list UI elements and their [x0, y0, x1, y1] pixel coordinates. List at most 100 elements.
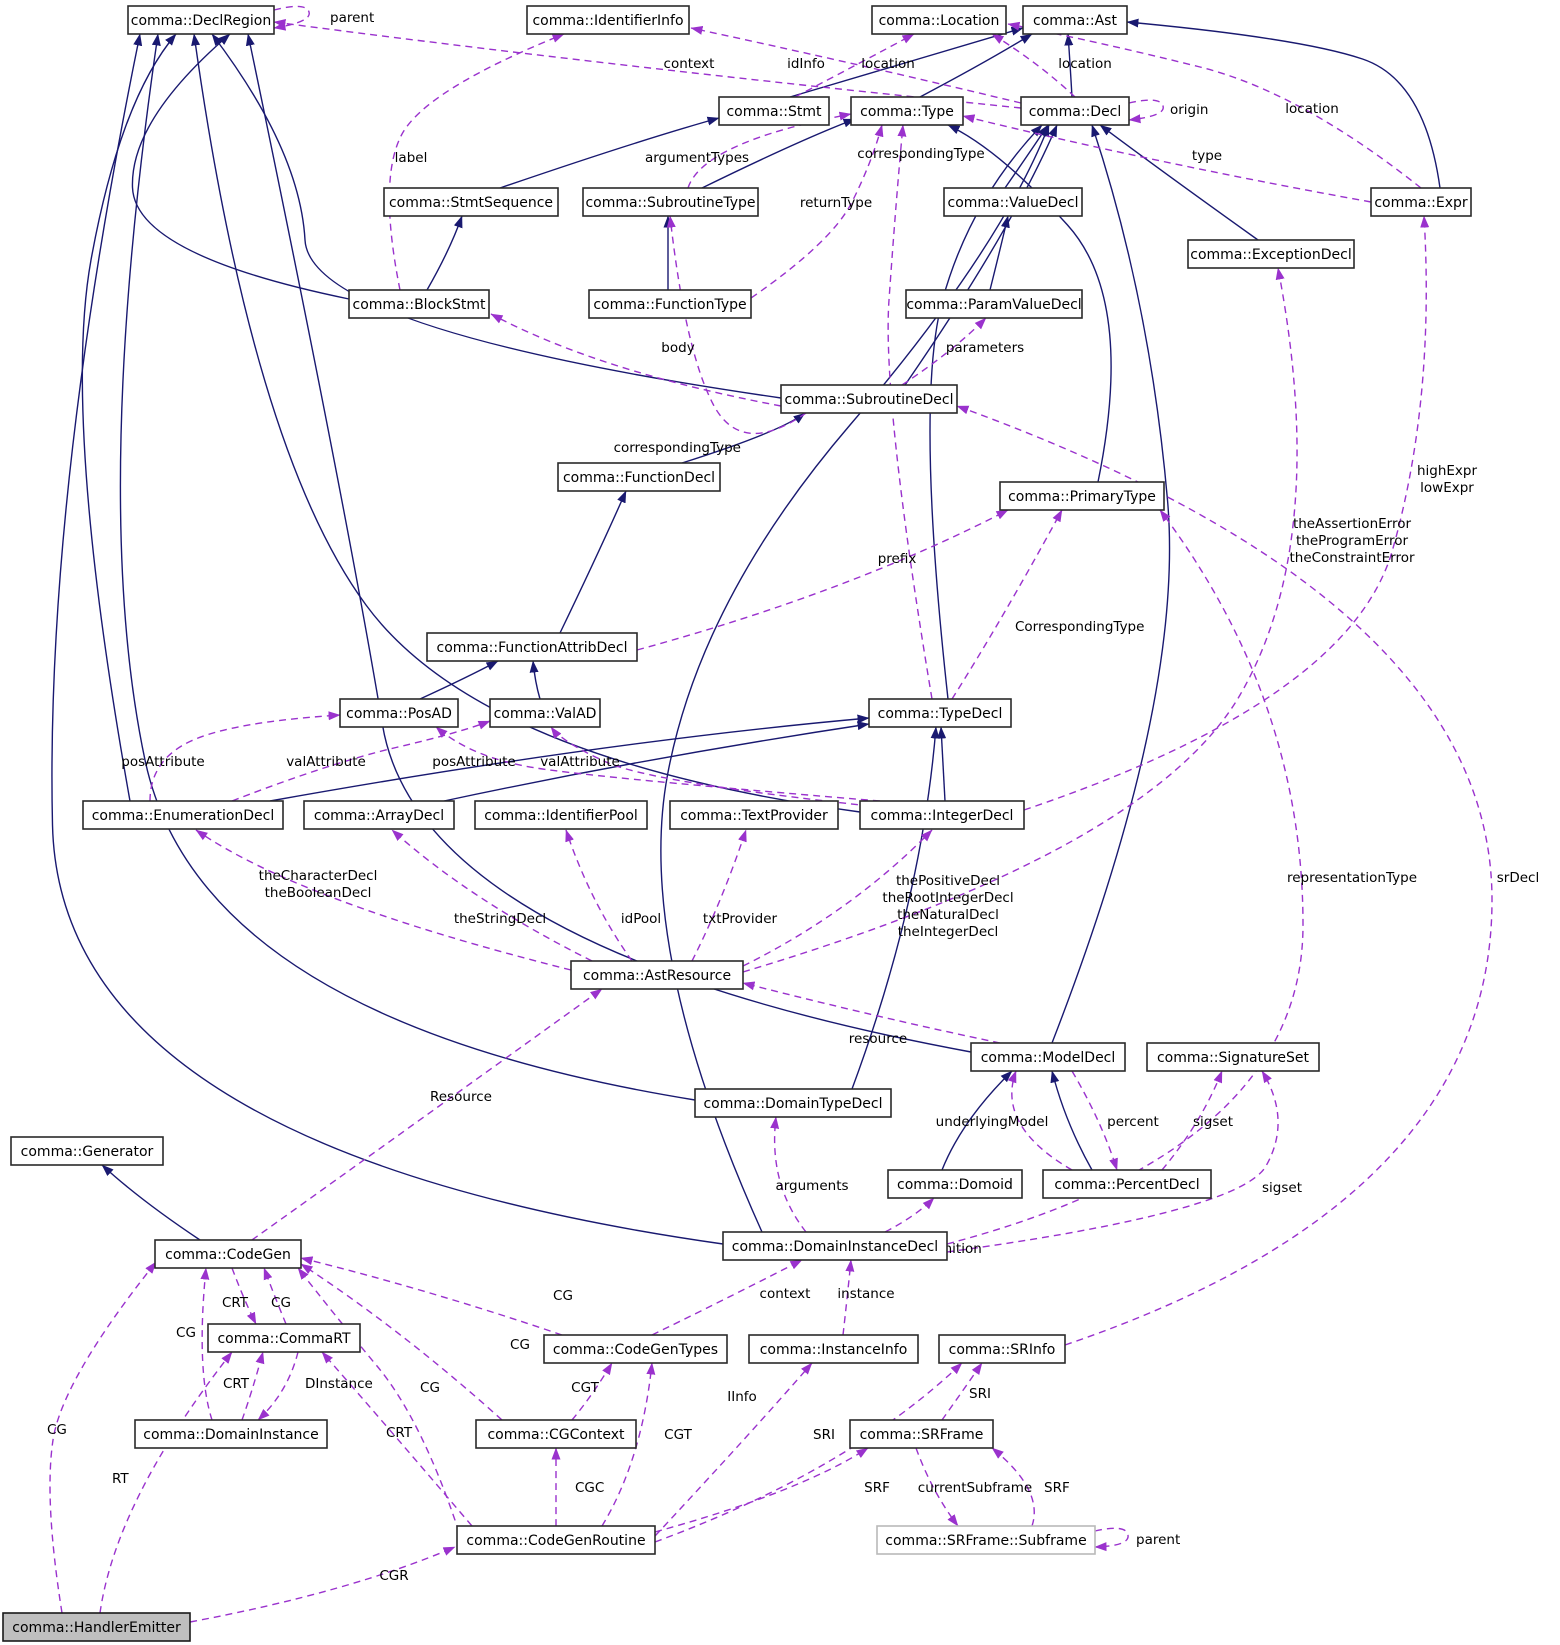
node-box-subroutinedecl[interactable]: [780, 384, 958, 414]
node-box-commart[interactable]: [207, 1323, 361, 1353]
node-typedecl[interactable]: comma::TypeDecl: [868, 698, 1012, 728]
node-box-exceptiondecl[interactable]: [1187, 239, 1355, 269]
node-arraydecl[interactable]: comma::ArrayDecl: [303, 800, 455, 830]
node-declregion[interactable]: comma::DeclRegion: [127, 5, 275, 35]
node-box-srinfo[interactable]: [938, 1334, 1066, 1364]
node-percentdecl[interactable]: comma::PercentDecl: [1042, 1169, 1212, 1199]
edge-domaininstancedecl-signatureset: [946, 1070, 1279, 1253]
node-box-domaininstance[interactable]: [134, 1419, 328, 1449]
node-box-primarytype[interactable]: [999, 481, 1165, 511]
node-box-srframe[interactable]: [849, 1419, 994, 1449]
edge-label-codegenroutine-srframe: SRF: [864, 1480, 890, 1496]
node-box-integerdecl[interactable]: [859, 800, 1025, 830]
node-expr[interactable]: comma::Expr: [1370, 187, 1472, 217]
node-box-codegentypes[interactable]: [543, 1334, 728, 1364]
node-box-enumerationdecl[interactable]: [82, 800, 284, 830]
node-codegen[interactable]: comma::CodeGen: [154, 1239, 302, 1269]
node-handleremitter[interactable]: comma::HandlerEmitter: [2, 1612, 191, 1642]
node-astresource[interactable]: comma::AstResource: [570, 960, 744, 990]
node-box-subroutinetype[interactable]: [582, 187, 759, 217]
node-box-subframe[interactable]: [876, 1525, 1096, 1555]
node-box-handleremitter[interactable]: [2, 1612, 191, 1642]
node-subframe[interactable]: comma::SRFrame::Subframe: [876, 1525, 1096, 1555]
node-valuedecl[interactable]: comma::ValueDecl: [943, 187, 1083, 217]
node-box-posad[interactable]: [339, 698, 459, 728]
edge-label-astresource-textprovider: txtProvider: [703, 911, 778, 927]
node-modeldecl[interactable]: comma::ModelDecl: [970, 1042, 1126, 1072]
node-box-decl[interactable]: [1020, 96, 1130, 126]
node-stmtsequence[interactable]: comma::StmtSequence: [383, 187, 559, 217]
node-identifierinfo[interactable]: comma::IdentifierInfo: [526, 5, 690, 35]
node-box-declregion[interactable]: [127, 5, 275, 35]
node-valad[interactable]: comma::ValAD: [489, 698, 601, 728]
node-box-modeldecl[interactable]: [970, 1042, 1126, 1072]
node-commart[interactable]: comma::CommaRT: [207, 1323, 361, 1353]
node-decl[interactable]: comma::Decl: [1020, 96, 1130, 126]
node-label-exceptiondecl: comma::ExceptionDecl: [1190, 247, 1351, 263]
node-box-cgcontext[interactable]: [475, 1419, 637, 1449]
node-box-codegenroutine[interactable]: [456, 1525, 656, 1555]
node-blockstmt[interactable]: comma::BlockStmt: [348, 289, 490, 319]
node-box-functiondecl[interactable]: [557, 462, 721, 492]
node-box-domaintypedecl[interactable]: [694, 1088, 892, 1118]
node-type[interactable]: comma::Type: [850, 96, 964, 126]
node-box-functiontype[interactable]: [588, 289, 752, 319]
node-box-identifierinfo[interactable]: [526, 5, 690, 35]
node-box-arraydecl[interactable]: [303, 800, 455, 830]
node-box-valuedecl[interactable]: [943, 187, 1083, 217]
node-box-typedecl[interactable]: [868, 698, 1012, 728]
node-signatureset[interactable]: comma::SignatureSet: [1146, 1042, 1320, 1072]
node-box-ast[interactable]: [1022, 5, 1128, 35]
node-functionattribdecl[interactable]: comma::FunctionAttribDecl: [426, 632, 638, 662]
node-subroutinetype[interactable]: comma::SubroutineType: [582, 187, 759, 217]
node-identifierpool[interactable]: comma::IdentifierPool: [474, 800, 648, 830]
node-box-textprovider[interactable]: [669, 800, 839, 830]
edge-label-enumerationdecl-posad: posAttribute: [121, 754, 204, 770]
node-box-stmtsequence[interactable]: [383, 187, 559, 217]
node-integerdecl[interactable]: comma::IntegerDecl: [859, 800, 1025, 830]
node-ast[interactable]: comma::Ast: [1022, 5, 1128, 35]
node-instanceinfo[interactable]: comma::InstanceInfo: [748, 1334, 919, 1364]
node-paramvaluedecl[interactable]: comma::ParamValueDecl: [905, 289, 1083, 319]
node-posad[interactable]: comma::PosAD: [339, 698, 459, 728]
node-stmt[interactable]: comma::Stmt: [718, 96, 830, 126]
edge-valad-functionattribdecl: [529, 660, 541, 700]
node-functiontype[interactable]: comma::FunctionType: [588, 289, 752, 319]
node-primarytype[interactable]: comma::PrimaryType: [999, 481, 1165, 511]
node-domaintypedecl[interactable]: comma::DomainTypeDecl: [694, 1088, 892, 1118]
node-enumerationdecl[interactable]: comma::EnumerationDecl: [82, 800, 284, 830]
node-codegentypes[interactable]: comma::CodeGenTypes: [543, 1334, 728, 1364]
node-box-expr[interactable]: [1370, 187, 1472, 217]
node-box-instanceinfo[interactable]: [748, 1334, 919, 1364]
node-box-generator[interactable]: [10, 1136, 164, 1166]
node-srinfo[interactable]: comma::SRInfo: [938, 1334, 1066, 1364]
node-box-codegen[interactable]: [154, 1239, 302, 1269]
node-box-stmt[interactable]: [718, 96, 830, 126]
node-box-astresource[interactable]: [570, 960, 744, 990]
node-cgcontext[interactable]: comma::CGContext: [475, 1419, 637, 1449]
edges: [49, 5, 1493, 1623]
node-domoid[interactable]: comma::Domoid: [887, 1169, 1023, 1199]
node-box-signatureset[interactable]: [1146, 1042, 1320, 1072]
node-subroutinedecl[interactable]: comma::SubroutineDecl: [780, 384, 958, 414]
node-box-type[interactable]: [850, 96, 964, 126]
node-box-paramvaluedecl[interactable]: [905, 289, 1083, 319]
node-box-blockstmt[interactable]: [348, 289, 490, 319]
node-box-domaininstancedecl[interactable]: [722, 1231, 948, 1261]
node-codegenroutine[interactable]: comma::CodeGenRoutine: [456, 1525, 656, 1555]
node-srframe[interactable]: comma::SRFrame: [849, 1419, 994, 1449]
node-exceptiondecl[interactable]: comma::ExceptionDecl: [1187, 239, 1355, 269]
node-functiondecl[interactable]: comma::FunctionDecl: [557, 462, 721, 492]
node-box-percentdecl[interactable]: [1042, 1169, 1212, 1199]
node-location[interactable]: comma::Location: [871, 5, 1007, 35]
node-box-domoid[interactable]: [887, 1169, 1023, 1199]
node-box-functionattribdecl[interactable]: [426, 632, 638, 662]
node-generator[interactable]: comma::Generator: [10, 1136, 164, 1166]
node-box-valad[interactable]: [489, 698, 601, 728]
node-textprovider[interactable]: comma::TextProvider: [669, 800, 839, 830]
node-box-location[interactable]: [871, 5, 1007, 35]
node-domaininstance[interactable]: comma::DomainInstance: [134, 1419, 328, 1449]
node-domaininstancedecl[interactable]: comma::DomainInstanceDecl: [722, 1231, 948, 1261]
node-box-identifierpool[interactable]: [474, 800, 648, 830]
node-label-domoid: comma::Domoid: [897, 1177, 1013, 1193]
